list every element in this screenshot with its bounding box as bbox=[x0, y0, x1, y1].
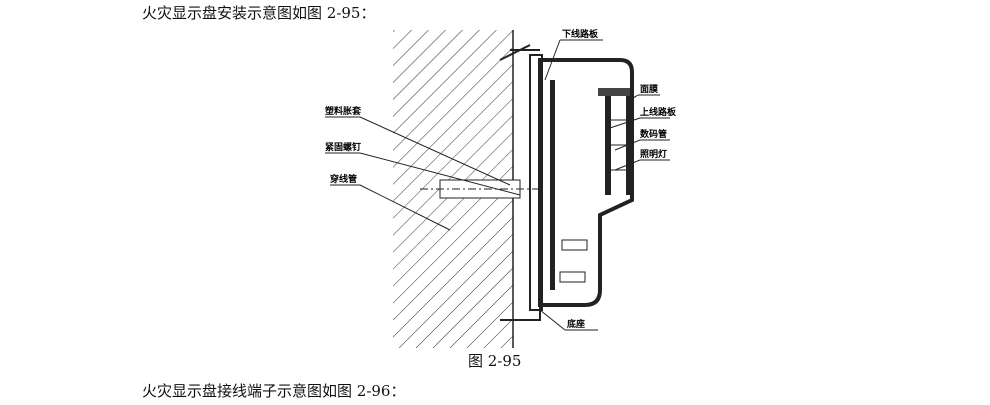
label-light: 照明灯 bbox=[640, 148, 667, 160]
label-base: 底座 bbox=[567, 318, 585, 330]
enclosure-base bbox=[538, 58, 634, 307]
label-screw: 紧固螺钉 bbox=[325, 141, 361, 153]
label-conduit: 穿线管 bbox=[330, 173, 357, 185]
label-face-film: 面膜 bbox=[640, 83, 659, 95]
label-lower-board: 下线路板 bbox=[562, 28, 599, 40]
next-paragraph: 火灾显示盘接线端子示意图如图 2-96： bbox=[142, 382, 406, 400]
label-anchor: 塑料胀套 bbox=[325, 105, 362, 117]
label-digit-tube: 数码管 bbox=[640, 128, 667, 140]
intro-paragraph: 火灾显示盘安装示意图如图 2-95： bbox=[142, 4, 376, 22]
figure-caption: 图 2-95 bbox=[468, 352, 522, 370]
label-upper-board: 上线路板 bbox=[640, 106, 677, 118]
